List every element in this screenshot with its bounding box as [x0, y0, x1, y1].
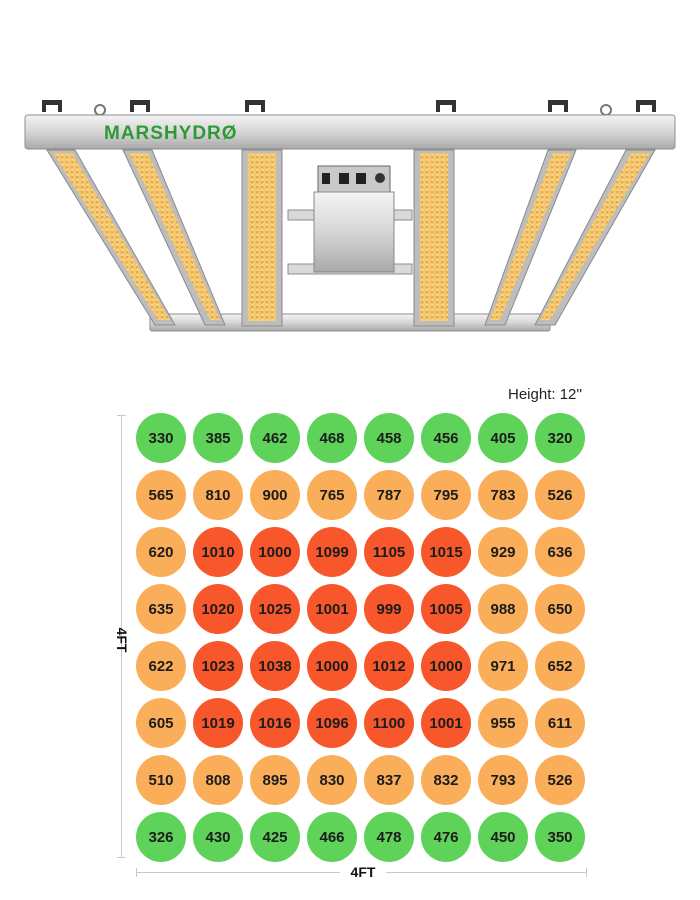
x-axis-label: 4FT [340, 864, 386, 880]
ppfd-cell: 1015 [421, 527, 471, 577]
ppfd-cell: 605 [136, 698, 186, 748]
ppfd-cell: 405 [478, 413, 528, 463]
dimension-cap [117, 415, 126, 416]
ppfd-cell: 652 [535, 641, 585, 691]
ppfd-cell: 1099 [307, 527, 357, 577]
ppfd-cell: 476 [421, 812, 471, 862]
ppfd-cell: 808 [193, 755, 243, 805]
ppfd-cell: 765 [307, 470, 357, 520]
ppfd-cell: 1020 [193, 584, 243, 634]
ppfd-cell: 526 [535, 755, 585, 805]
ppfd-cell: 350 [535, 812, 585, 862]
ppfd-cell: 783 [478, 470, 528, 520]
ppfd-cell: 1019 [193, 698, 243, 748]
ppfd-cell: 1010 [193, 527, 243, 577]
ppfd-cell: 999 [364, 584, 414, 634]
ppfd-cell: 1105 [364, 527, 414, 577]
ppfd-cell: 1012 [364, 641, 414, 691]
led-bars [46, 149, 656, 327]
ppfd-cell: 620 [136, 527, 186, 577]
ppfd-cell: 1023 [193, 641, 243, 691]
ppfd-cell: 450 [478, 812, 528, 862]
ppfd-cell: 830 [307, 755, 357, 805]
ppfd-cell: 636 [535, 527, 585, 577]
ppfd-cell: 895 [250, 755, 300, 805]
ppfd-cell: 565 [136, 470, 186, 520]
ppfd-cell: 1000 [421, 641, 471, 691]
ppfd-cell: 385 [193, 413, 243, 463]
ppfd-cell: 468 [307, 413, 357, 463]
ppfd-cell: 462 [250, 413, 300, 463]
ppfd-cell: 425 [250, 812, 300, 862]
ppfd-cell: 1000 [307, 641, 357, 691]
y-axis-label: 4FT [114, 627, 130, 653]
ppfd-cell: 510 [136, 755, 186, 805]
ppfd-cell: 526 [535, 470, 585, 520]
hanging-clips [42, 100, 656, 112]
height-label: Height: 12'' [508, 386, 583, 403]
ppfd-cell: 430 [193, 812, 243, 862]
ppfd-cell: 458 [364, 413, 414, 463]
ppfd-cell: 900 [250, 470, 300, 520]
ppfd-cell: 810 [193, 470, 243, 520]
ppfd-cell: 793 [478, 755, 528, 805]
ppfd-cell: 929 [478, 527, 528, 577]
ppfd-cell: 832 [421, 755, 471, 805]
ppfd-cell: 1016 [250, 698, 300, 748]
ppfd-cell: 650 [535, 584, 585, 634]
dimension-cap [136, 868, 137, 877]
dimension-cap [117, 857, 126, 858]
ppfd-cell: 1001 [307, 584, 357, 634]
brand-logo: MARSHYDRØ [104, 123, 238, 144]
ppfd-cell: 1000 [250, 527, 300, 577]
dimension-line-vertical [121, 415, 122, 857]
ppfd-cell: 971 [478, 641, 528, 691]
ppfd-cell: 787 [364, 470, 414, 520]
dimension-cap [586, 868, 587, 877]
ppfd-cell: 988 [478, 584, 528, 634]
ppfd-cell: 466 [307, 812, 357, 862]
ppfd-cell: 1025 [250, 584, 300, 634]
ppfd-cell: 320 [535, 413, 585, 463]
ppfd-cell: 330 [136, 413, 186, 463]
ppfd-cell: 635 [136, 584, 186, 634]
ppfd-cell: 478 [364, 812, 414, 862]
ppfd-cell: 1005 [421, 584, 471, 634]
ppfd-cell: 456 [421, 413, 471, 463]
ppfd-cell: 837 [364, 755, 414, 805]
ppfd-cell: 795 [421, 470, 471, 520]
grow-light-fixture-image: MARSHYDRØ [24, 100, 676, 332]
ppfd-cell: 1001 [421, 698, 471, 748]
driver-box [287, 165, 413, 275]
ppfd-cell: 1100 [364, 698, 414, 748]
ppfd-cell: 1038 [250, 641, 300, 691]
ppfd-cell: 955 [478, 698, 528, 748]
ppfd-cell: 1096 [307, 698, 357, 748]
ppfd-cell: 326 [136, 812, 186, 862]
ppfd-cell: 611 [535, 698, 585, 748]
ppfd-cell: 622 [136, 641, 186, 691]
